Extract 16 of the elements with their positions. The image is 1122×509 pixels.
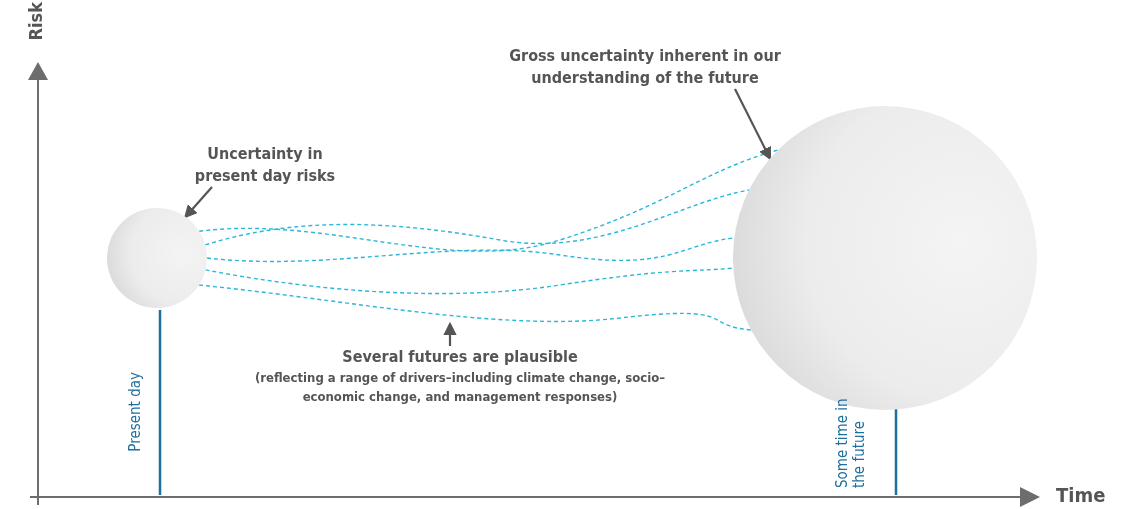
annotation-body: (reflecting a range of drivers–including climate change, socio–economic change, and management responses) xyxy=(253,369,667,406)
arrow xyxy=(443,321,457,346)
annotation-heading: Several futures are plausible xyxy=(341,346,579,368)
axis-label: Time xyxy=(1056,484,1106,507)
dashed-curve xyxy=(198,149,779,252)
dashed-curve xyxy=(204,267,734,295)
arrow xyxy=(734,88,771,161)
annotation-text: Gross uncertainty inherent in our understanding of the future xyxy=(495,45,795,89)
dashed-curve xyxy=(204,189,750,246)
time-marker-label: Some time in the future xyxy=(834,398,869,488)
dashed-curve xyxy=(198,284,752,331)
axis-label: Risk xyxy=(26,2,47,41)
dashed-curve xyxy=(206,237,735,263)
annotation-text: Uncertainty in present day risks xyxy=(180,143,350,187)
time-marker-label: Present day xyxy=(127,372,145,452)
arrow xyxy=(183,186,213,219)
